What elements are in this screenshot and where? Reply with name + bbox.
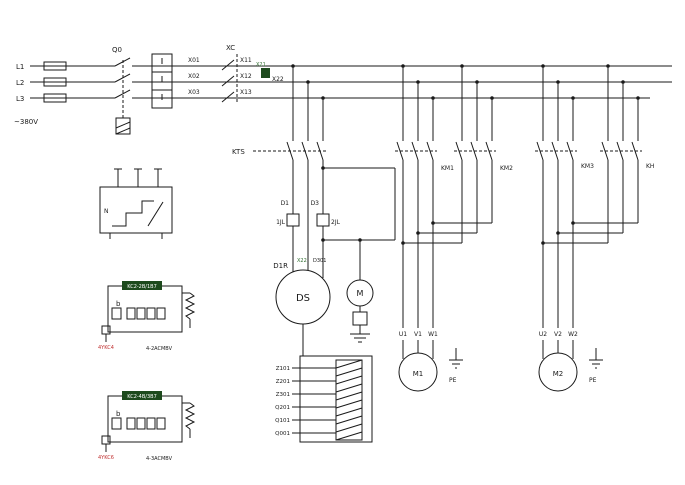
kts-section: KTS D1 D3 1JL 2JL: [232, 64, 396, 280]
relay-module-1: KC2-2B/1B7 b 4YKC4 4-2ACMBV: [98, 281, 196, 352]
label-km3: KM3: [581, 163, 594, 170]
label-2jl: 2JL: [331, 219, 341, 226]
motor-m2: U2 V2 W2 M2 PE: [538, 331, 603, 392]
label-m2: M2: [553, 370, 564, 378]
label-v2: V2: [554, 331, 562, 338]
x21-fuse-block: [261, 68, 270, 78]
label-q001: Q001: [275, 431, 290, 437]
label-z301: Z301: [276, 392, 290, 398]
label-d1r: D1R: [273, 262, 288, 270]
label-kh: KH: [646, 163, 654, 170]
label-x12: X12: [240, 73, 252, 80]
ds-machine: D1R X22 D301 DS M: [273, 258, 374, 356]
label-q0: Q0: [112, 46, 122, 54]
label-x11: X11: [240, 57, 252, 64]
tap-winding-box: Z101 Z201 Z301 Q201 Q101 Q001: [275, 355, 373, 443]
label-d301: D301: [313, 258, 326, 264]
ground-symbol-m: [350, 333, 370, 343]
module2-badge: [122, 391, 162, 400]
label-x21: X21: [256, 62, 266, 68]
resistor-symbol-2: [182, 402, 196, 438]
label-z101: Z101: [276, 366, 290, 372]
module2-badge-label: KC2-4B/3B7: [127, 394, 157, 400]
label-km2: KM2: [500, 165, 513, 172]
label-kts: KTS: [232, 148, 245, 156]
module1-badge-label: KC2-2B/1B7: [127, 284, 157, 290]
module2-red-label: 4YKC6: [98, 455, 114, 461]
module1-sub-label: 4-2ACMBV: [146, 346, 173, 352]
label-n: N: [104, 208, 109, 215]
main-breaker: Q0: [112, 46, 173, 135]
label-m1: M1: [413, 370, 424, 378]
label-l3: L3: [16, 95, 24, 103]
cam-switch-module: N: [99, 168, 173, 239]
label-l1: L1: [16, 63, 24, 71]
label-x22: X22: [272, 76, 284, 83]
contactor-km1: KM1: [395, 64, 454, 328]
label-1jl: 1JL: [276, 219, 286, 226]
motor-m1: U1 V1 W1 M1 PE: [398, 331, 463, 392]
ground-symbol-m2: [589, 348, 603, 369]
plug-symbol-1: [101, 325, 111, 335]
label-x22-tap: X22: [297, 258, 307, 264]
label-q201: Q201: [275, 405, 290, 411]
contactor-km3: KM3: [535, 64, 594, 328]
label-xc: XC: [226, 44, 235, 52]
label-voltage: ~380V: [14, 118, 38, 126]
phase-bus: L1 L2 L3 ~380V: [14, 57, 672, 126]
label-d1: D1: [281, 200, 290, 207]
label-z201: Z201: [276, 379, 290, 385]
relay-module-2: KC2-4B/3B7 b 4YKC6 4-3ACMBV: [98, 391, 196, 462]
label-pe2: PE: [589, 377, 597, 384]
label-km1: KM1: [441, 165, 454, 172]
label-d3: D3: [311, 200, 320, 207]
label-u1: U1: [399, 331, 407, 338]
label-w2: W2: [568, 331, 578, 338]
fuse-symbols: [43, 61, 67, 103]
ground-symbol-m1: [449, 348, 463, 369]
label-v1: V1: [414, 331, 422, 338]
label-ds: DS: [296, 293, 310, 304]
label-x01: X01: [188, 57, 200, 64]
module1-b-label: b: [116, 300, 121, 308]
label-pe1: PE: [449, 377, 457, 384]
module1-badge: [122, 281, 162, 290]
module1-red-label: 4YKC4: [98, 345, 114, 351]
label-x02: X02: [188, 73, 200, 80]
label-m: M: [357, 289, 364, 298]
relay-kh: KH: [541, 64, 654, 245]
label-w1: W1: [428, 331, 438, 338]
label-l2: L2: [16, 79, 24, 87]
terminal-strip: X01 X02 X03 XC X11 X12 X13 X21 X22: [188, 44, 284, 104]
module2-b-label: b: [116, 410, 121, 418]
resistor-symbol-1: [182, 292, 196, 328]
label-x13: X13: [240, 89, 252, 96]
label-q101: Q101: [275, 418, 290, 424]
contactor-km2: KM2: [401, 64, 513, 245]
label-x03: X03: [188, 89, 200, 96]
plug-symbol-2: [101, 435, 111, 445]
module2-sub-label: 4-3ACMBV: [146, 456, 173, 462]
label-u2: U2: [539, 331, 547, 338]
